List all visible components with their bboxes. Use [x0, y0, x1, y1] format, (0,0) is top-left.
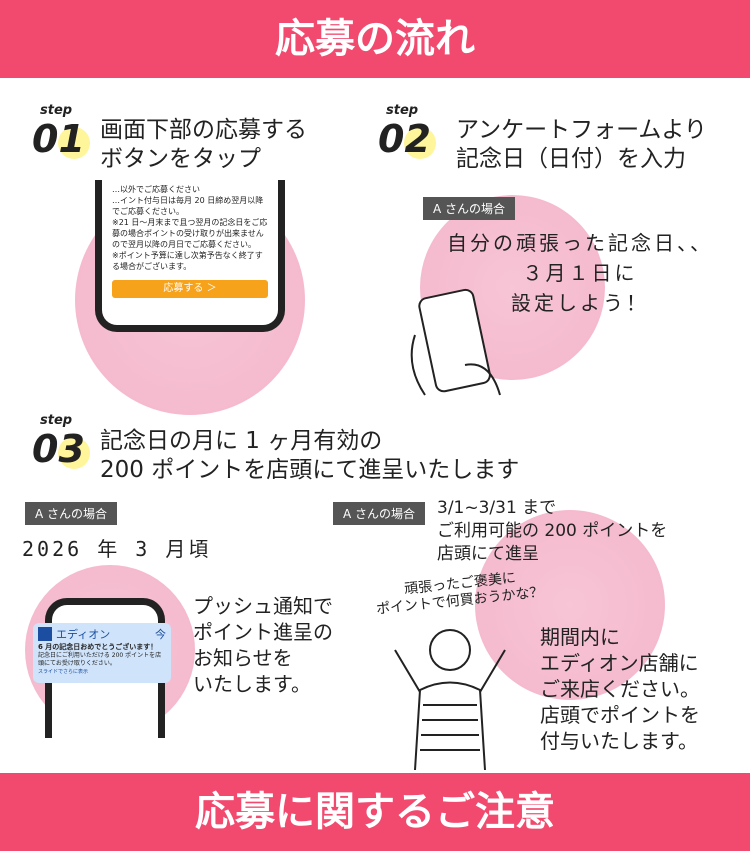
notif-app: エディオン	[56, 628, 111, 641]
notif-title: 6 月の記念日おめでとうございます！	[38, 643, 158, 651]
notice-banner: 応募に関するご注意	[0, 773, 750, 851]
bg-circle	[475, 510, 665, 700]
push-notification[interactable]: エディオン 今 6 月の記念日おめでとうございます！ 記念日にご利用いただける …	[33, 623, 171, 683]
date-text: 2026 年 3 月頃	[22, 537, 212, 561]
header-banner: 応募の流れ	[0, 0, 750, 78]
notif-time: 今	[155, 628, 166, 641]
screen-text: ※21 日～月末まで且つ翌月の記念日をご応募の場合ポイントの受け取りが出来ません…	[112, 218, 268, 249]
step-02-title: アンケートフォームより記念日（日付）を入力	[456, 117, 707, 172]
case-tag: A さんの場合	[333, 502, 426, 525]
hand-phone-illustration	[410, 288, 501, 396]
edion-logo-icon	[38, 627, 52, 641]
phone-screen: …以外でご応募ください …イント付与日は毎月 20 日締め翌月以降でご応募くださ…	[95, 180, 285, 332]
step-01-title: 画面下部の応募するボタンをタップ	[100, 117, 307, 172]
woman-illustration	[394, 629, 506, 770]
screen-text: ※ポイント予算に達し次第予告なく終了する場合がございます。	[112, 251, 263, 271]
screen-text: …イント付与日は毎月 20 日締め翌月以降でご応募ください。	[112, 196, 264, 216]
visit-desc: 期間内にエディオン店舗にご来店ください。店頭でポイントを付与いたします。	[540, 625, 700, 753]
screen-text: …以外でご応募ください	[112, 185, 200, 194]
memo-text: 自分の頑張った記念日、、３月１日に設定しよう！	[447, 231, 713, 315]
period-text: 3/1~3/31 までご利用可能の 200 ポイントを店頭にて進呈	[437, 498, 668, 564]
apply-button[interactable]: 応募する ＞	[112, 280, 268, 298]
notif-body: 記念日にご利用いただける 200 ポイントを店頭にてお受け取りください。	[38, 652, 162, 667]
case-tag: A さんの場合	[25, 502, 118, 525]
case-tag: A さんの場合	[423, 197, 516, 220]
push-desc: プッシュ通知でポイント進呈のお知らせをいたします。	[193, 594, 333, 696]
notif-more: スライドでさらに表示	[38, 669, 89, 675]
